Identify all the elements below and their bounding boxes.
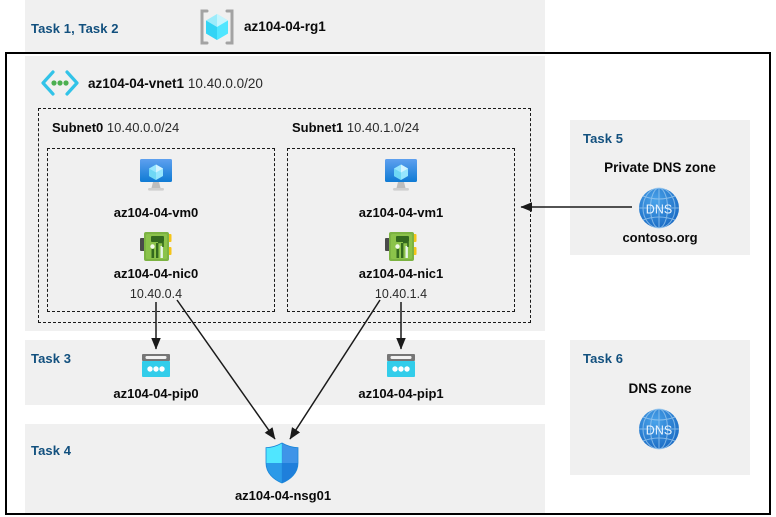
- dns-zone-icon: DNS: [634, 183, 684, 233]
- virtual-network-icon: [38, 68, 82, 98]
- task3-public-ip-panel: [25, 340, 545, 405]
- virtual-machine-icon: [382, 157, 420, 193]
- nic0-ip: 10.40.0.4: [129, 287, 183, 301]
- resource-group-icon: [196, 6, 238, 48]
- task6-dns-zone-panel: [570, 340, 750, 475]
- task5-private-dns-panel: [570, 120, 750, 255]
- subnet0-box: [47, 148, 275, 312]
- network-interface-icon: [383, 230, 419, 264]
- task-label-5: Task 5: [583, 131, 624, 146]
- nsg-label: az104-04-nsg01: [234, 488, 332, 503]
- private-dns-zone-title: Private DNS zone: [604, 160, 716, 175]
- subnets-container: [38, 108, 531, 323]
- pip0-label: az104-04-pip0: [113, 386, 199, 401]
- vnet-address-space: 10.40.0.0/20: [187, 76, 263, 91]
- resource-group-name: az104-04-rg1: [244, 19, 326, 34]
- nic1-ip: 10.40.1.4: [374, 287, 428, 301]
- pip1-label: az104-04-pip1: [358, 386, 444, 401]
- network-security-group-icon: [262, 441, 302, 485]
- task-label-3: Task 3: [31, 351, 72, 366]
- vm1-label: az104-04-vm1: [358, 205, 444, 220]
- subnet1-header: Subnet1 10.40.1.0/24: [292, 120, 419, 135]
- task-label-4: Task 4: [31, 443, 72, 458]
- virtual-machine-icon: [137, 157, 175, 193]
- resource-group-header-panel: [25, 0, 545, 52]
- network-interface-icon: [138, 230, 174, 264]
- subnet0-name: Subnet0: [52, 120, 104, 135]
- subnet0-cidr: 10.40.0.0/24: [106, 120, 180, 135]
- vnet-header: az104-04-vnet1 10.40.0.0/20: [88, 76, 263, 91]
- dns-icon-text: DNS: [646, 203, 672, 217]
- task-label-6: Task 6: [583, 351, 624, 366]
- dns-zone-icon: DNS: [634, 404, 684, 454]
- nic0-label: az104-04-nic0: [113, 266, 199, 281]
- resource-group-name-text: az104-04-rg1: [244, 19, 326, 34]
- subnet1-cidr: 10.40.1.0/24: [346, 120, 420, 135]
- vnet-name: az104-04-vnet1: [88, 76, 185, 91]
- public-ip-address-icon: [383, 352, 419, 382]
- task-label-1-2: Task 1, Task 2: [31, 21, 119, 36]
- subnet1-name: Subnet1: [292, 120, 344, 135]
- subnet0-header: Subnet0 10.40.0.0/24: [52, 120, 179, 135]
- dns-zone-title: DNS zone: [628, 381, 692, 396]
- private-dns-zone-name: contoso.org: [622, 230, 698, 245]
- public-ip-address-icon: [138, 352, 174, 382]
- virtual-network-panel: [25, 56, 545, 331]
- vm0-label: az104-04-vm0: [113, 205, 199, 220]
- dns-icon-text: DNS: [646, 424, 672, 438]
- nic1-label: az104-04-nic1: [358, 266, 444, 281]
